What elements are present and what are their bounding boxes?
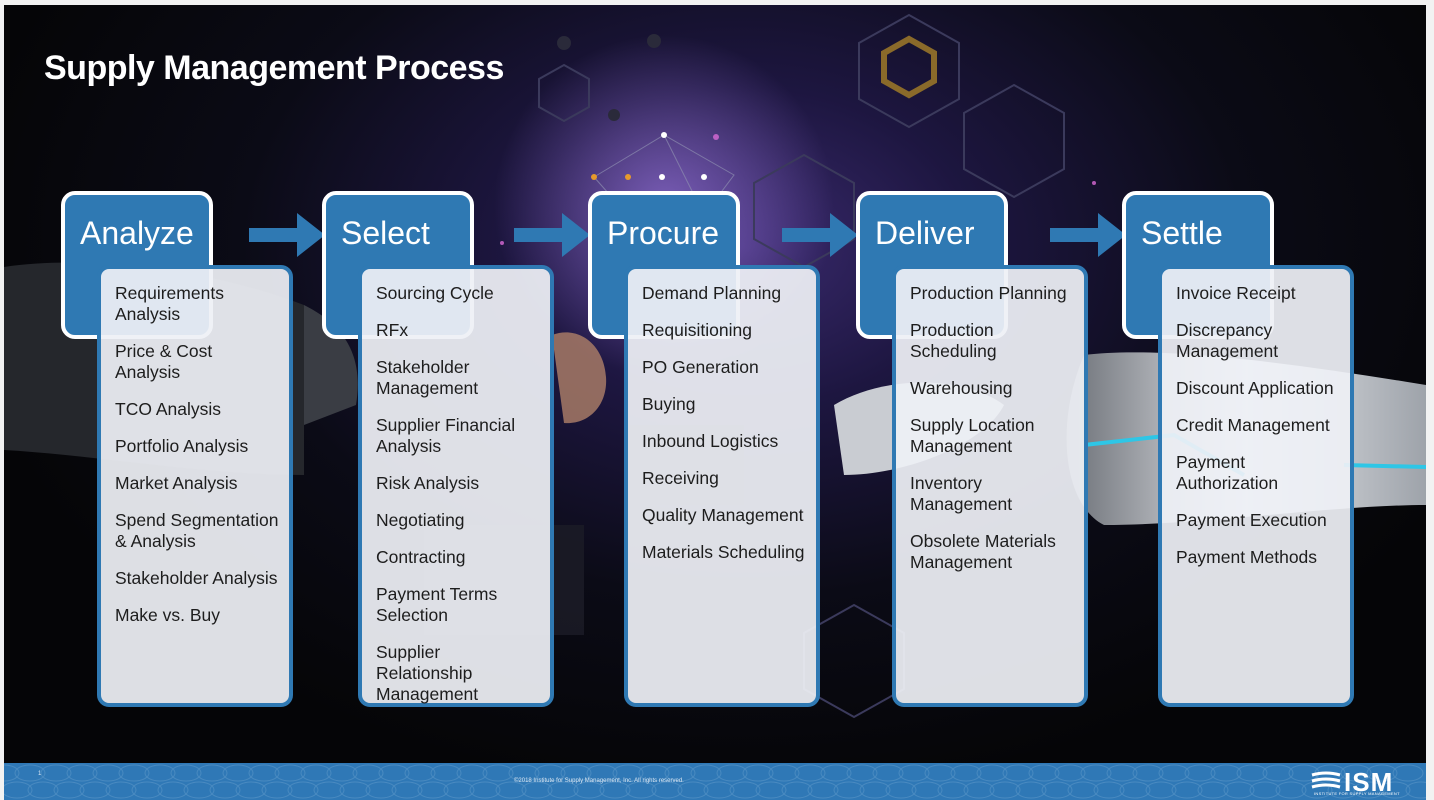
activity-item: Invoice Receipt	[1176, 283, 1296, 303]
activity-item: Risk Analysis	[376, 473, 480, 493]
activity-item: Market Analysis	[115, 473, 238, 493]
stage-activity-list: Invoice Receipt Discrepancy Management D…	[1158, 265, 1354, 707]
stage-select: Select Sourcing Cycle RFx Stakeholder Ma…	[322, 191, 622, 711]
activity-item: Discount Application	[1176, 378, 1334, 398]
activity-item: Inventory Management	[910, 473, 1013, 514]
activity-item: Contracting	[376, 547, 466, 567]
activity-item: Sourcing Cycle	[376, 283, 494, 303]
stage-activity-list: Production Planning Production Schedulin…	[892, 265, 1088, 707]
activity-item: Materials Scheduling	[642, 542, 805, 562]
activity-item: Credit Management	[1176, 415, 1330, 435]
ism-logo-icon	[1311, 771, 1341, 789]
footer-bar: 1 ©2018 Institute for Supply Management,…	[4, 763, 1426, 800]
activity-item: Production Planning	[910, 283, 1067, 303]
activity-item: Payment Execution	[1176, 510, 1327, 530]
activity-item: PO Generation	[642, 357, 759, 377]
activity-item: Payment Authorization	[1176, 452, 1279, 493]
activity-item: RFx	[376, 320, 409, 340]
stage-activity-list: Requirements Analysis Price & Cost Analy…	[97, 265, 293, 707]
activity-item: Receiving	[642, 468, 719, 488]
activity-item: Quality Management	[642, 505, 804, 525]
right-arrow-icon	[249, 213, 325, 257]
copyright-text: ©2018 Institute for Supply Management, I…	[514, 778, 684, 784]
activity-item: Spend Segmentation & Analysis	[115, 510, 279, 551]
page-number: 1	[38, 771, 42, 777]
logo-text: ISM	[1344, 767, 1394, 797]
stage-activity-list: Sourcing Cycle RFx Stakeholder Managemen…	[358, 265, 554, 707]
slide: Supply Management Process Analyze Requir…	[4, 5, 1426, 763]
stage-activity-list: Demand Planning Requisitioning PO Genera…	[624, 265, 820, 707]
stage-procure: Procure Demand Planning Requisitioning P…	[588, 191, 888, 711]
activity-item: Supplier Financial Analysis	[376, 415, 516, 456]
activity-item: Negotiating	[376, 510, 465, 530]
stage-title: Select	[341, 215, 430, 251]
right-arrow-icon	[782, 213, 858, 257]
stage-settle: Settle Invoice Receipt Discrepancy Manag…	[1122, 191, 1422, 711]
stage-analyze: Analyze Requirements Analysis Price & Co…	[61, 191, 361, 711]
activity-item: Requirements Analysis	[115, 283, 224, 324]
stage-deliver: Deliver Production Planning Production S…	[856, 191, 1156, 711]
activity-item: Payment Terms Selection	[376, 584, 498, 625]
stage-title: Settle	[1141, 215, 1223, 251]
activity-item: Warehousing	[910, 378, 1013, 398]
activity-item: Portfolio Analysis	[115, 436, 249, 456]
right-arrow-icon	[514, 213, 590, 257]
activity-item: Payment Methods	[1176, 547, 1318, 567]
activity-item: Stakeholder Management	[376, 357, 479, 398]
logo-tagline: INSTITUTE FOR SUPPLY MANAGEMENT	[1314, 791, 1400, 796]
footer-pattern	[4, 764, 1426, 799]
activity-item: Requisitioning	[642, 320, 752, 340]
activity-item: Discrepancy Management	[1176, 320, 1279, 361]
activity-item: Price & Cost Analysis	[115, 341, 213, 382]
stage-title: Procure	[607, 215, 720, 251]
activity-item: Supplier Relationship Management	[376, 642, 479, 704]
activity-item: Inbound Logistics	[642, 431, 779, 451]
right-arrow-icon	[1050, 213, 1126, 257]
activity-item: Production Scheduling	[910, 320, 997, 361]
stage-title: Deliver	[875, 215, 975, 251]
stage-title: Analyze	[80, 215, 194, 251]
activity-item: Make vs. Buy	[115, 605, 221, 625]
activity-item: Demand Planning	[642, 283, 782, 303]
activity-item: Buying	[642, 394, 696, 414]
activity-item: Stakeholder Analysis	[115, 568, 278, 588]
activity-item: TCO Analysis	[115, 399, 221, 419]
ism-logo: ISM INSTITUTE FOR SUPPLY MANAGEMENT	[1306, 765, 1420, 798]
activity-item: Obsolete Materials Management	[910, 531, 1056, 572]
slide-title: Supply Management Process	[44, 49, 504, 87]
activity-item: Supply Location Management	[910, 415, 1035, 456]
